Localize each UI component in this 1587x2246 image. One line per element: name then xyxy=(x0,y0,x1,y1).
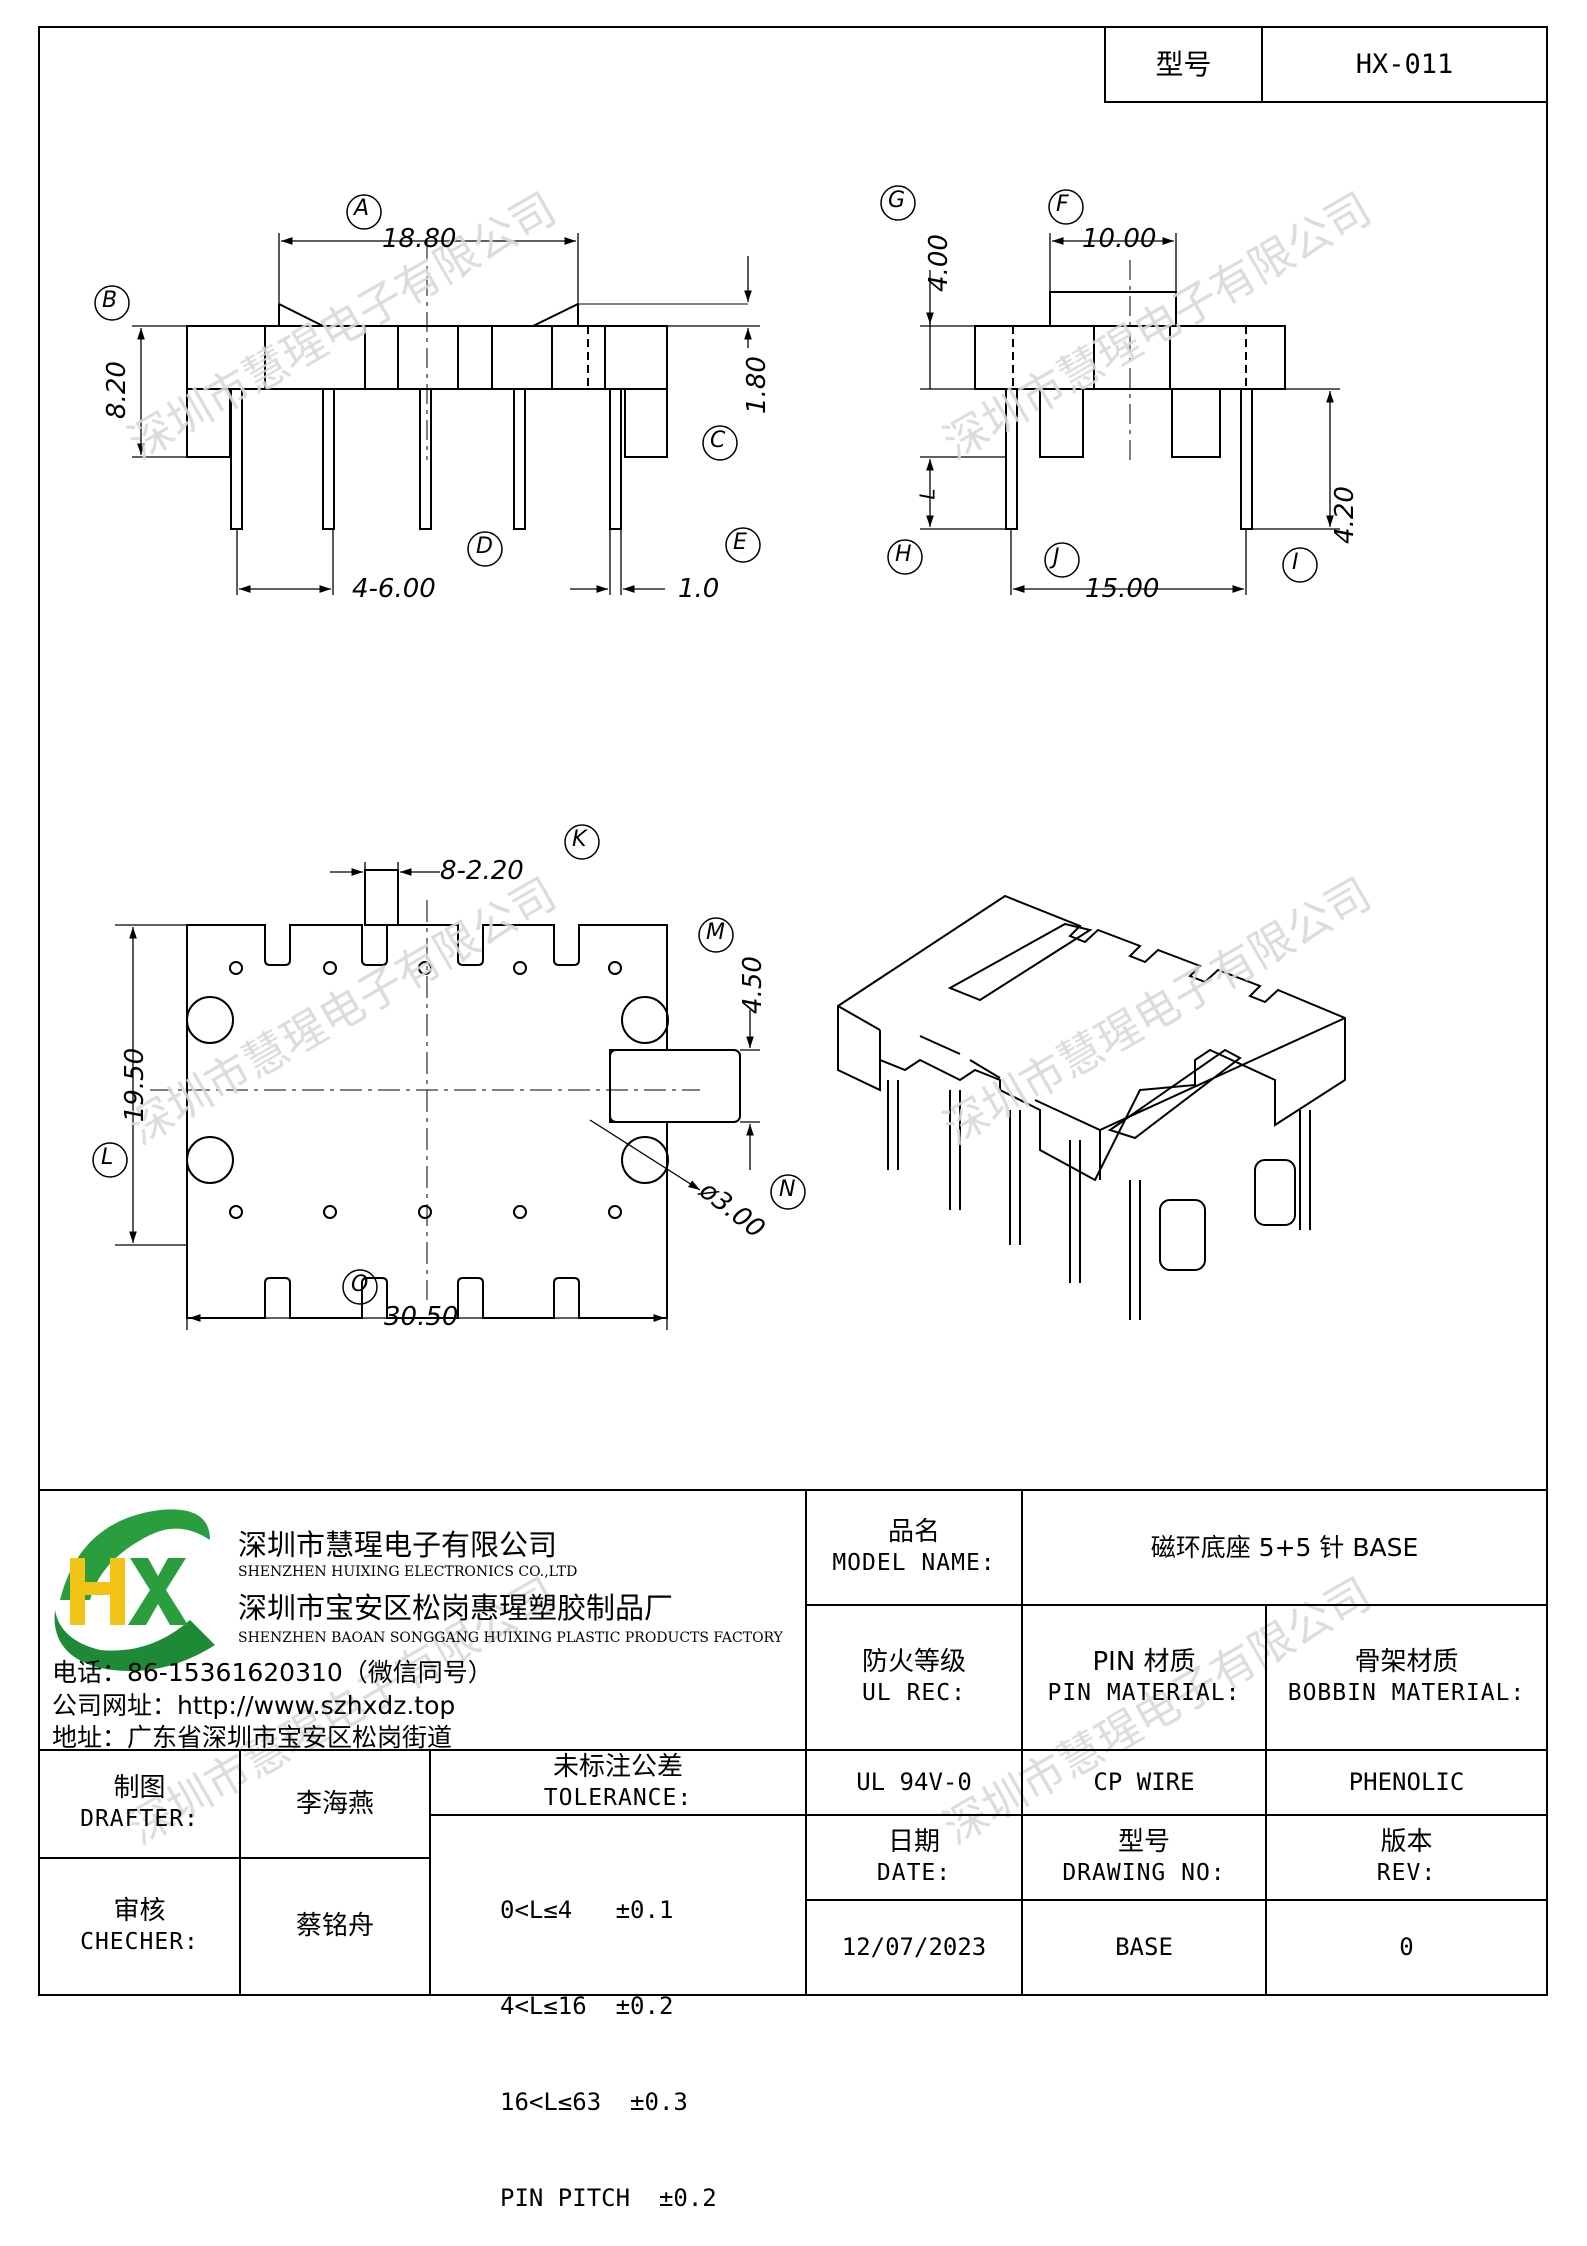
company-name-en: SHENZHEN HUIXING ELECTRONICS CO.,LTD xyxy=(238,1564,578,1580)
tolerance-line: 0<L≤4 ±0.1 xyxy=(500,1896,674,1924)
drafter-value: 李海燕 xyxy=(295,1788,374,1819)
dim-value-d: 4-6.00 xyxy=(352,574,436,604)
rev-value: 0 xyxy=(1399,1933,1414,1961)
dim-letter-a: A xyxy=(354,196,370,221)
dim-letter-m: M xyxy=(706,920,725,945)
rev-en: REV: xyxy=(1376,1859,1437,1886)
dim-value-i: 4.20 xyxy=(1329,486,1360,544)
side-view xyxy=(974,260,1286,530)
date-header: 日期 DATE: xyxy=(806,1815,1022,1900)
dim-value-o: 30.50 xyxy=(384,1302,459,1332)
header-model-value: HX-011 xyxy=(1355,49,1454,80)
tolerance-cn: 未标注公差 xyxy=(552,1751,683,1782)
factory-name-cn: 深圳市宝安区松岗惠瑆塑胶制品厂 xyxy=(238,1591,674,1625)
dim-letter-f: F xyxy=(1056,192,1069,217)
dim-letter-o: O xyxy=(351,1272,369,1297)
dim-letter-l: L xyxy=(101,1145,114,1170)
drafter-en: DRAFTER: xyxy=(80,1806,199,1832)
dim-value-a: 18.80 xyxy=(382,224,457,254)
ul-rec-en: UL REC: xyxy=(862,1679,966,1706)
bobbin-material-header: 骨架材质 BOBBIN MATERIAL: xyxy=(1266,1605,1547,1750)
company-website: 公司网址：http://www.szhxdz.top xyxy=(52,1691,456,1720)
ul-rec-cn: 防火等级 xyxy=(861,1646,966,1677)
bobbin-material-cn: 骨架材质 xyxy=(1354,1646,1459,1677)
checker-cn: 审核 xyxy=(113,1895,166,1926)
pin-material-cn: PIN 材质 xyxy=(1092,1646,1196,1677)
dim-letter-h: H xyxy=(895,542,912,567)
pin-material-en: PIN MATERIAL: xyxy=(1047,1679,1241,1706)
company-address: 地址：广东省深圳市宝安区松岗街道 xyxy=(52,1723,453,1752)
date-value: 12/07/2023 xyxy=(841,1933,987,1961)
dim-letter-g: G xyxy=(888,188,906,213)
dim-value-g: 4.00 xyxy=(923,234,954,292)
dim-value-e: 1.0 xyxy=(678,574,720,604)
tolerance-line: 16<L≤63 ±0.3 xyxy=(500,2088,688,2116)
company-name-cn: 深圳市慧瑆电子有限公司 xyxy=(238,1528,558,1562)
title-block-grid xyxy=(39,1489,1547,1995)
side-dimensions xyxy=(920,233,1340,595)
bobbin-material-en: BOBBIN MATERIAL: xyxy=(1287,1679,1526,1706)
model-name-en: MODEL NAME: xyxy=(832,1549,996,1576)
rev-header: 版本 REV: xyxy=(1266,1815,1547,1900)
top-dimensions xyxy=(115,862,760,1330)
tolerance-header: 未标注公差 TOLERANCE: xyxy=(430,1750,806,1815)
dim-value-k: 8-2.20 xyxy=(440,856,524,886)
dim-letter-i: I xyxy=(1292,550,1299,575)
dim-value-l: 19.50 xyxy=(120,1047,151,1123)
checker-value: 蔡铭舟 xyxy=(295,1911,374,1941)
dim-value-j: 15.00 xyxy=(1085,574,1160,604)
dim-value-h: L xyxy=(915,488,940,500)
drawing-sheet: 深圳市慧瑆电子有限公司 深圳市慧瑆电子有限公司 深圳市慧瑆电子有限公司 深圳市慧… xyxy=(38,26,1548,1996)
company-logo xyxy=(54,1509,215,1672)
tolerance-line: PIN PITCH ±0.2 xyxy=(500,2184,717,2212)
factory-name-en: SHENZHEN BAOAN SONGGANG HUIXING PLASTIC … xyxy=(238,1630,783,1646)
tolerance-en: TOLERANCE: xyxy=(543,1784,693,1811)
drawing-no-value: BASE xyxy=(1115,1933,1173,1961)
model-name-cn: 品名 xyxy=(887,1516,940,1547)
header-model-label: 型号 xyxy=(1155,48,1212,81)
pin-material-value: CP WIRE xyxy=(1093,1768,1195,1796)
dim-value-b: 8.20 xyxy=(101,361,132,419)
tolerance-list: 0<L≤4 ±0.1 4<L≤16 ±0.2 16<L≤63 ±0.3 PIN … xyxy=(500,1830,717,2246)
dim-letter-e: E xyxy=(733,530,747,555)
dim-letter-k: K xyxy=(572,827,587,852)
dim-value-c: 1.80 xyxy=(741,356,772,414)
drawing-no-cn: 型号 xyxy=(1117,1826,1170,1857)
dim-letter-n: N xyxy=(779,1177,796,1202)
model-name-header: 品名 MODEL NAME: xyxy=(806,1490,1022,1605)
front-view xyxy=(186,240,748,530)
dim-letter-d: D xyxy=(476,534,493,559)
tolerance-line: 4<L≤16 ±0.2 xyxy=(500,1992,674,2020)
watermark-text-4: 深圳市慧瑆电子有限公司 xyxy=(935,868,1380,1154)
dim-value-m: 4.50 xyxy=(737,956,768,1014)
checker-en: CHECHER: xyxy=(80,1928,199,1955)
dim-letter-b: B xyxy=(102,288,118,313)
drafter-header: 制图 DRAFTER: xyxy=(39,1750,240,1858)
dim-letter-j: J xyxy=(1053,545,1060,570)
ul-rec-value: UL 94V-0 xyxy=(856,1768,972,1796)
drawing-no-header: 型号 DRAWING NO: xyxy=(1022,1815,1266,1900)
company-phone: 电话：86-15361620310（微信同号） xyxy=(52,1658,493,1687)
bobbin-material-value: PHENOLIC xyxy=(1348,1768,1465,1796)
model-name-value: 磁环底座 5+5 针 BASE xyxy=(1150,1533,1419,1562)
rev-cn: 版本 xyxy=(1380,1826,1433,1857)
sheet-border xyxy=(38,26,1548,1996)
ul-rec-header: 防火等级 UL REC: xyxy=(806,1605,1022,1750)
drawing-no-en: DRAWING NO: xyxy=(1062,1859,1226,1886)
front-dimensions xyxy=(132,233,760,595)
isometric-view xyxy=(837,894,1346,1320)
header-model-box xyxy=(1104,26,1548,103)
dim-letter-c: C xyxy=(710,428,726,453)
checker-header: 审核 CHECHER: xyxy=(39,1858,240,1995)
date-en: DATE: xyxy=(876,1859,952,1886)
drafter-cn: 制图 xyxy=(113,1773,166,1803)
pin-material-header: PIN 材质 PIN MATERIAL: xyxy=(1022,1605,1266,1750)
date-cn: 日期 xyxy=(887,1826,940,1857)
dim-value-f: 10.00 xyxy=(1082,224,1157,254)
